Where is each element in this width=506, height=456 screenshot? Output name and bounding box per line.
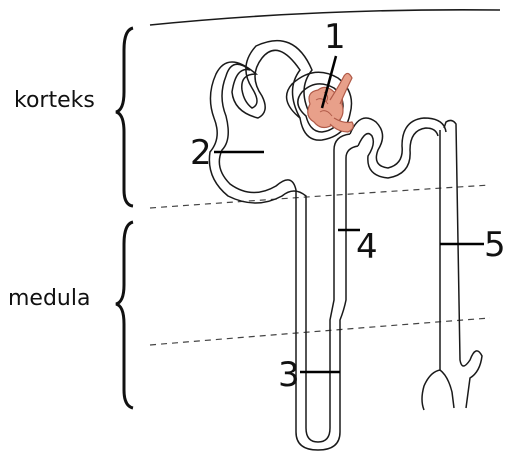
distal-convoluted-tubule [350,118,446,178]
label-number-2: 2 [190,136,212,170]
collecting-duct [422,120,482,410]
glomerulus [308,73,354,132]
cortex-label: korteks [14,88,95,113]
medulla-label: medula [8,286,90,311]
medulla-bracket [116,222,133,408]
ascending-limb [330,134,358,432]
inner-medulla-boundary [150,318,490,345]
label-number-1: 1 [324,20,346,54]
label-number-4: 4 [356,230,378,264]
label-number-5: 5 [484,228,506,262]
label-number-3: 3 [278,358,300,392]
cortex-medulla-boundary [150,185,490,208]
loop-of-henle [296,428,340,450]
cortex-bracket [116,28,133,206]
